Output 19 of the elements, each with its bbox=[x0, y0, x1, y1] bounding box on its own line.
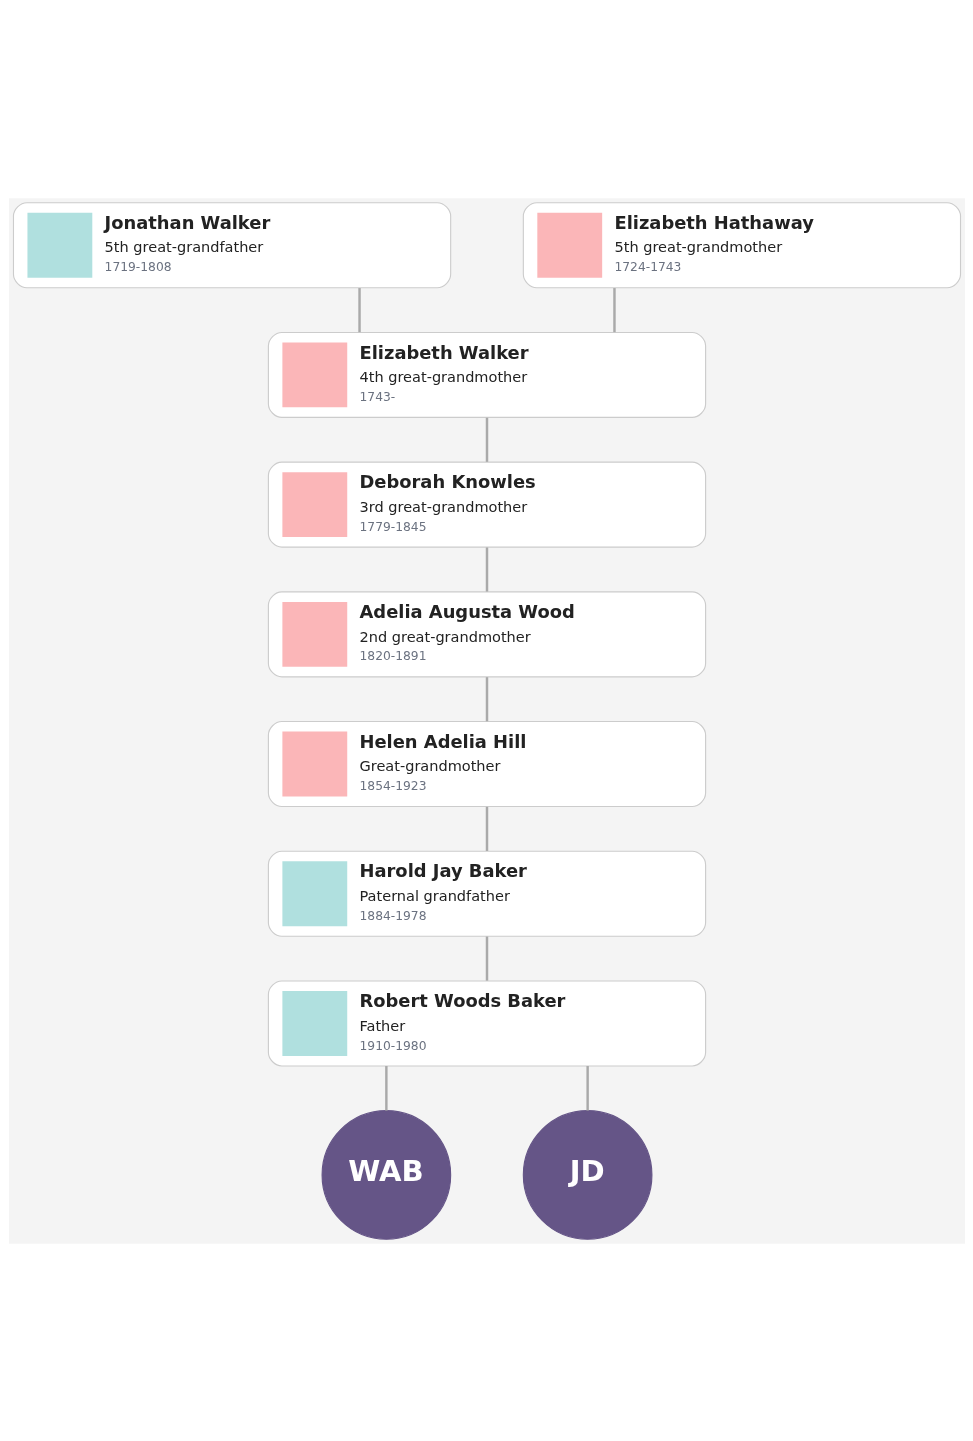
node-circle: WAB bbox=[321, 1109, 451, 1240]
node-box: Adelia Augusta Wood 2nd great-grandmother 1820-1891 bbox=[267, 590, 706, 677]
connector bbox=[485, 936, 488, 981]
connector bbox=[485, 806, 488, 851]
connector bbox=[485, 676, 488, 721]
connector bbox=[357, 287, 361, 332]
connector bbox=[585, 1065, 589, 1111]
node-circle: JD bbox=[522, 1109, 652, 1240]
node-box: Robert Woods Baker Father 1910-1980 bbox=[267, 979, 706, 1066]
node-box: Deborah Knowles 3rd great-grandmother 1779-1845 bbox=[267, 461, 706, 548]
connector bbox=[485, 417, 488, 462]
connector bbox=[485, 546, 488, 592]
connector bbox=[612, 287, 616, 332]
node-box: Jonathan Walker 5th great-grandfather 1719-1808 bbox=[12, 201, 451, 288]
node-box: Harold Jay Baker Paternal grandfather 1884-1978 bbox=[267, 850, 706, 937]
node-box: Elizabeth Hathaway 5th great-grandmother 1724-1743 bbox=[522, 201, 961, 288]
connector bbox=[384, 1065, 388, 1111]
node-box: Elizabeth Walker 4th great-grandmother 1743- bbox=[267, 331, 706, 418]
node-box: Helen Adelia Hill Great-grandmother 1854-1923 bbox=[267, 720, 706, 807]
